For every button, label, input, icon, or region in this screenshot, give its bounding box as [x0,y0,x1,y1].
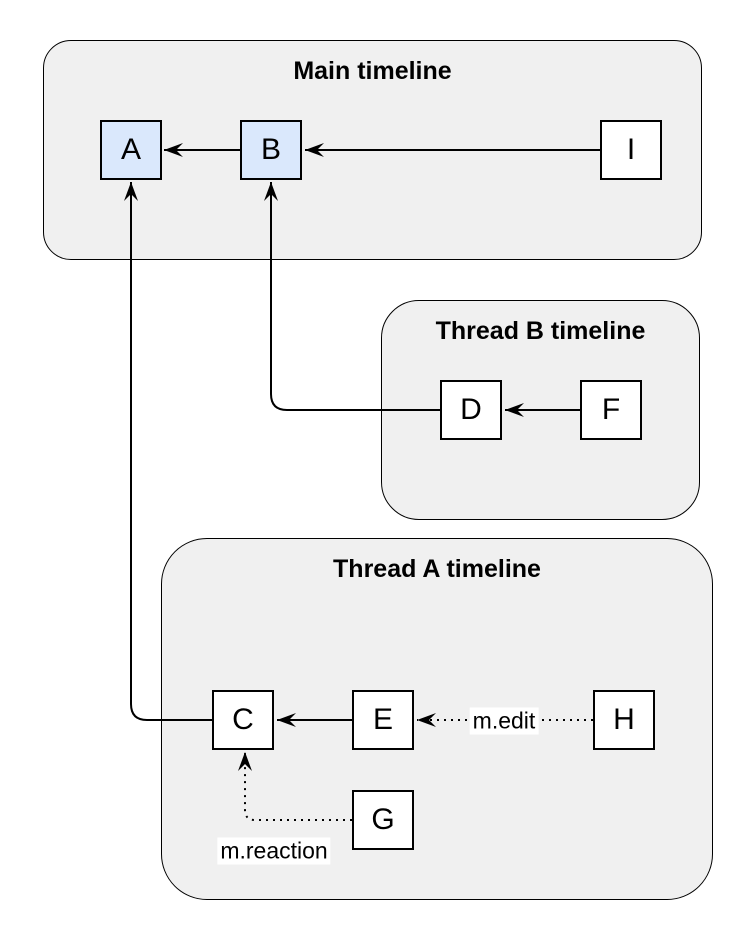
node-d: D [440,380,502,440]
node-b: B [240,120,302,180]
node-e: E [352,690,414,750]
node-h: H [593,690,655,750]
edge-label-m-reaction: m.reaction [217,837,331,865]
thread-b-timeline-title: Thread B timeline [435,317,646,345]
container-thread-b-timeline: Thread B timeline [381,300,700,520]
main-timeline-title: Main timeline [293,57,452,85]
node-g: G [352,790,414,850]
node-i: I [600,120,662,180]
thread-a-timeline-title: Thread A timeline [333,555,541,583]
edge-label-m-edit: m.edit [469,707,539,735]
node-c: C [212,690,274,750]
node-a: A [100,120,162,180]
node-f: F [580,380,642,440]
